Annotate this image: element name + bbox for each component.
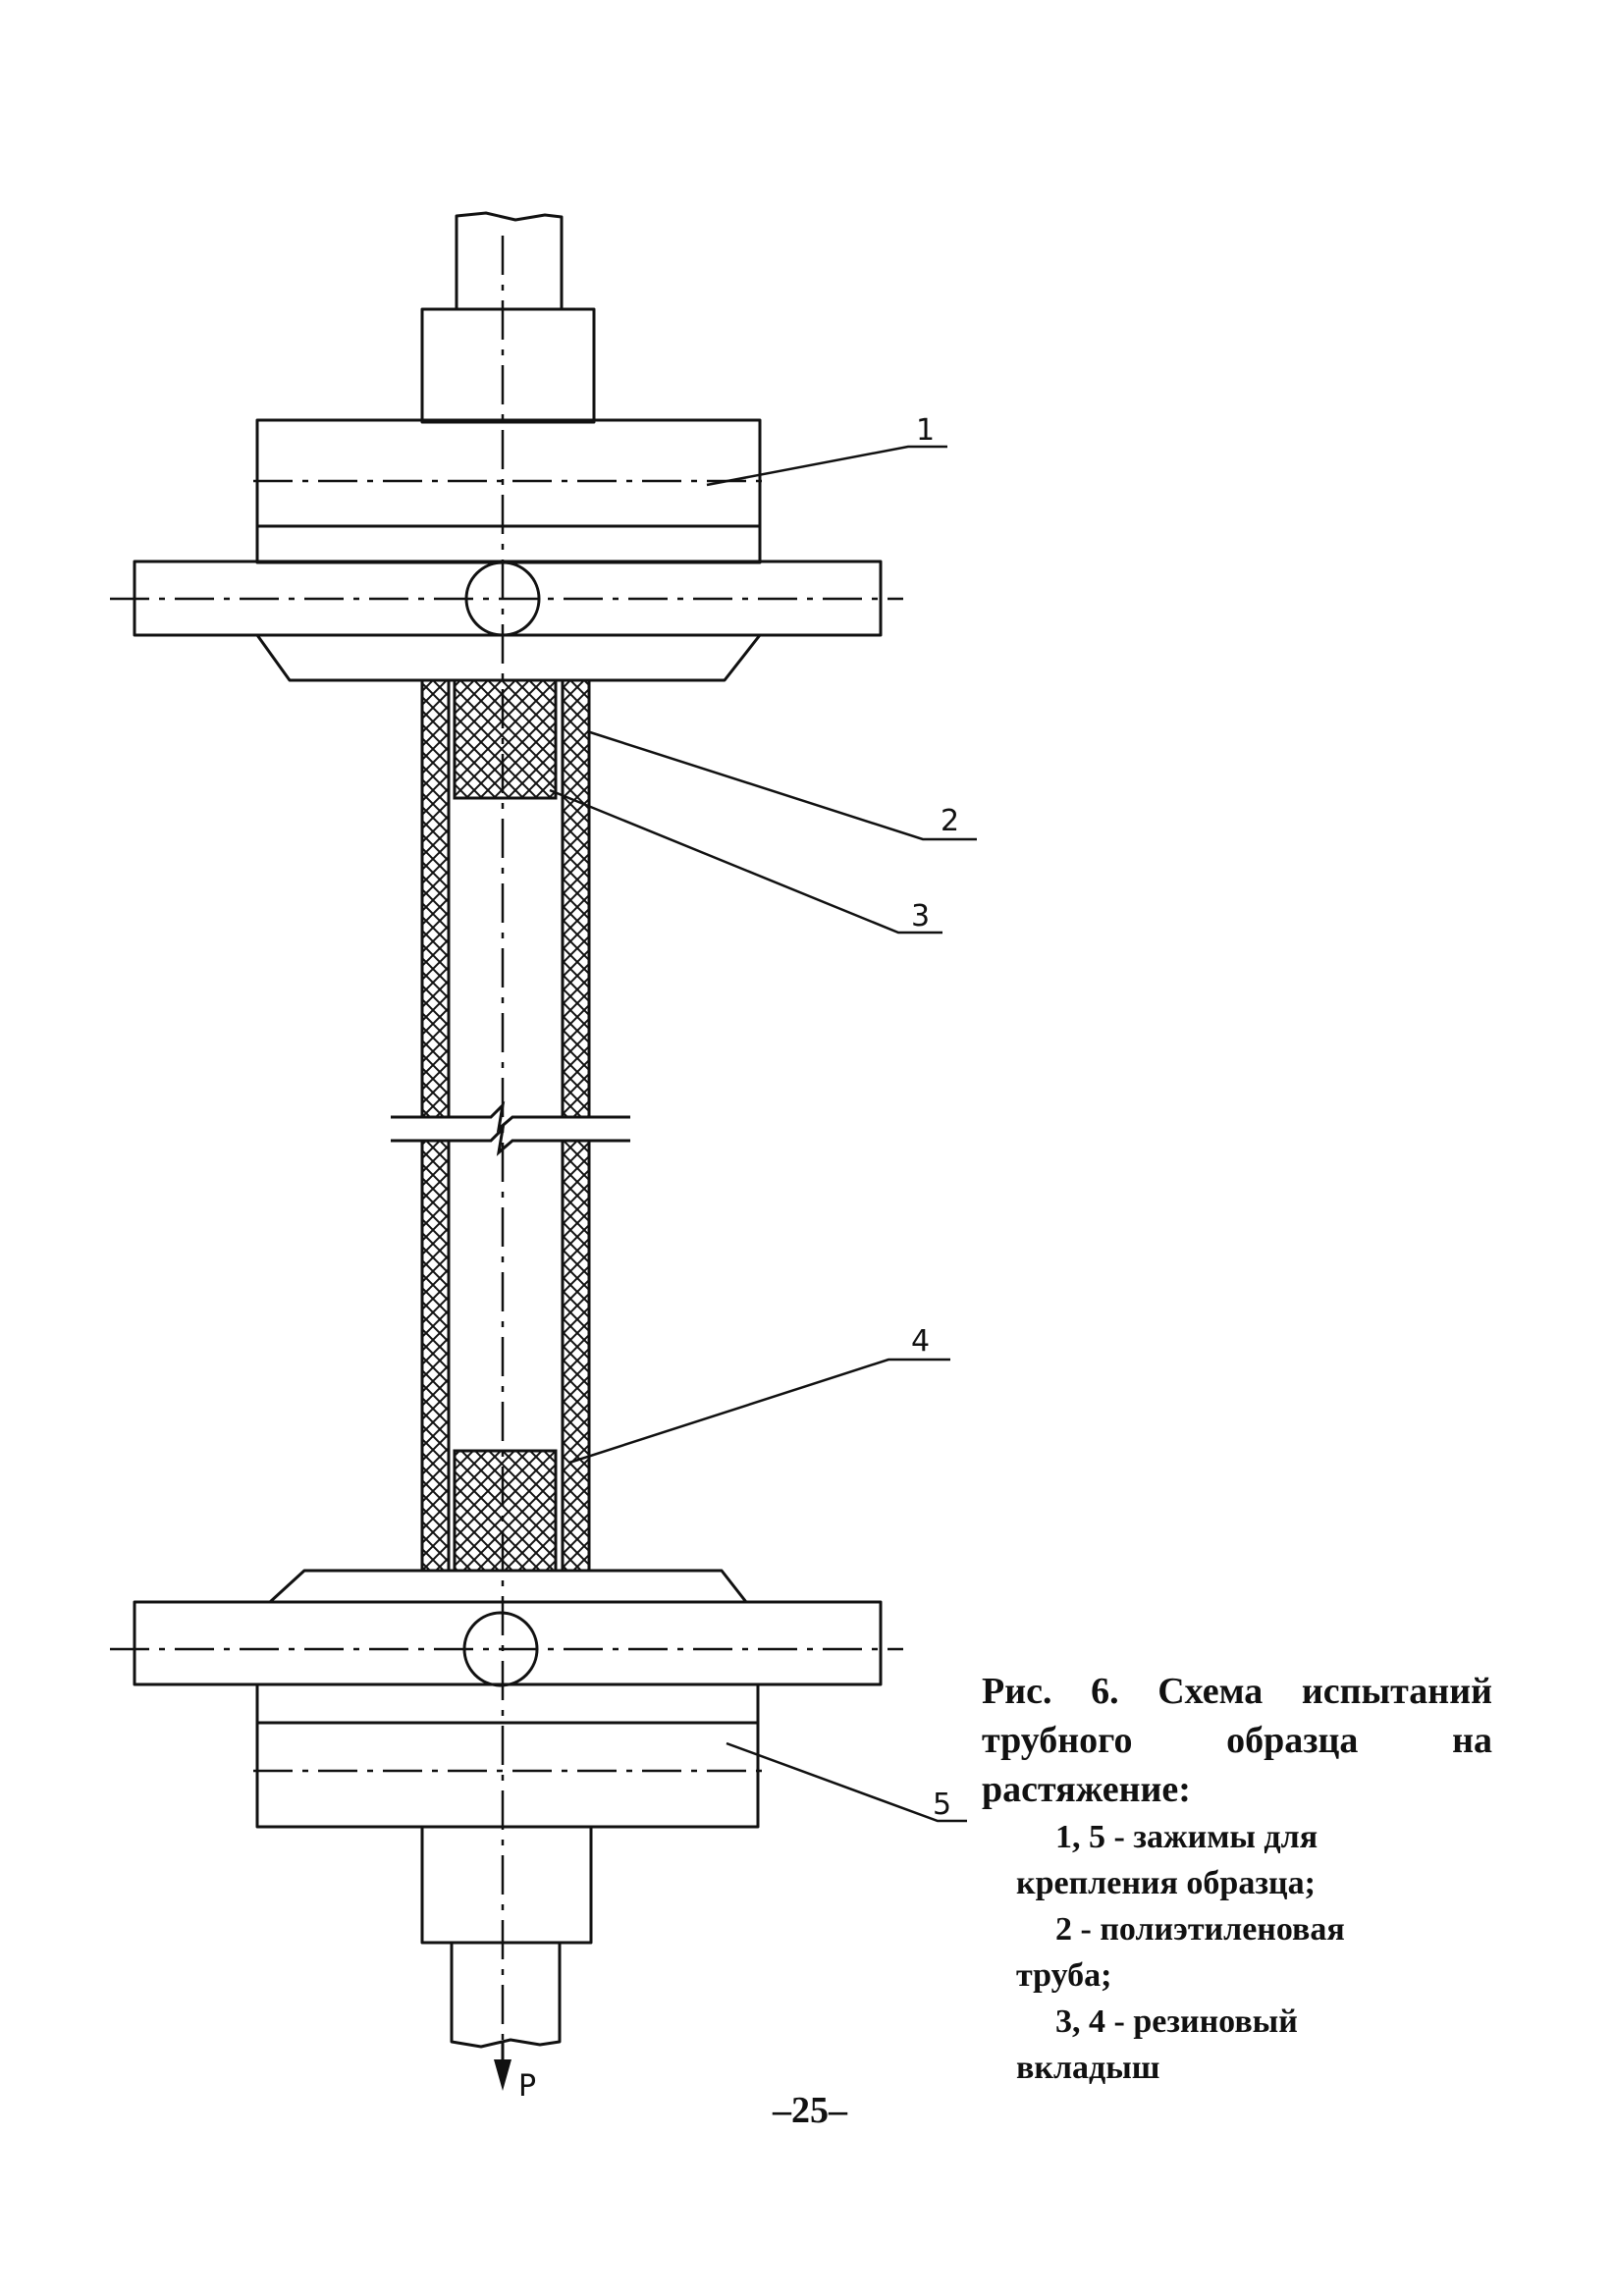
upper-rod: [455, 211, 564, 309]
upper-taper: [255, 634, 762, 682]
lower-clamp: [255, 1682, 760, 1829]
legend-item-insert: 3, 4 - резиновый: [1055, 2003, 1298, 2040]
lower-shank: [420, 1825, 593, 1945]
pipe-walls: [420, 678, 591, 1573]
callout-5: 5: [933, 1788, 951, 1822]
legend-item-clamps: 1, 5 - зажимы для: [1055, 1819, 1318, 1855]
callout-3: 3: [911, 899, 930, 934]
callout-2: 2: [941, 804, 959, 838]
legend-item-insert-cont: вкладыш: [1016, 2050, 1160, 2086]
callout-4: 4: [911, 1324, 930, 1359]
break-lines: [391, 1100, 630, 1156]
lower-rod: [450, 1943, 562, 2049]
caption-title-line-2: трубного образца на: [982, 1720, 1492, 1761]
load-arrow: [494, 2042, 511, 2091]
callout-1: 1: [916, 413, 935, 448]
rubber-insert-upper: [453, 678, 558, 800]
load-label: P: [518, 2069, 536, 2104]
lower-taper: [268, 1569, 748, 1604]
legend-item-pipe-cont: труба;: [1016, 1957, 1112, 1994]
upper-shank: [420, 307, 596, 424]
legend-item-clamps-cont: крепления образца;: [1016, 1865, 1316, 1901]
upper-clamp: [255, 418, 762, 564]
center-lines: [110, 236, 903, 2061]
leader-lines: [549, 445, 977, 1823]
caption-title-line-1: Рис. 6. Схема испытаний: [982, 1671, 1492, 1712]
rubber-insert-lower: [453, 1449, 558, 1573]
figure-caption: Рис. 6. Схема испытаний трубного образца…: [982, 1667, 1492, 2091]
caption-title-line-3: растяжение:: [982, 1769, 1191, 1810]
legend-item-pipe: 2 - полиэтиленовая: [1055, 1911, 1345, 1948]
page-number: –25–: [773, 2090, 847, 2131]
